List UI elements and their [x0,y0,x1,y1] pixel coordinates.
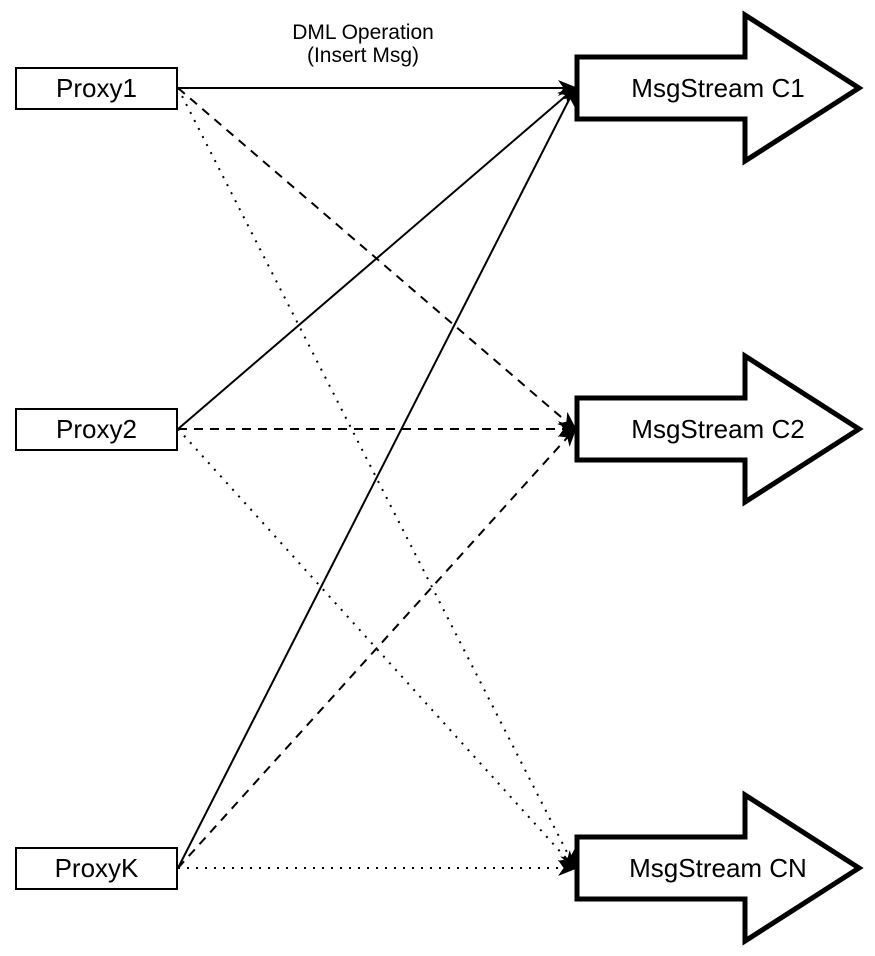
node-proxy1-label: Proxy1 [56,72,137,103]
dml-operation-label: DML Operation (Insert Msg) [238,21,488,67]
node-proxy1: Proxy1 [15,66,178,110]
dml-operation-label-line2: (Insert Msg) [306,44,419,67]
node-proxyK-label: ProxyK [54,852,139,883]
edge-proxy1-to-cn-dotted [177,87,577,871]
edge-proxy2-to-c1-solid [177,86,578,430]
edge-proxyK-to-c2-dashed [177,426,578,869]
stream-arrow-c2 [574,351,864,507]
edge-proxyK-to-c1-solid [177,85,577,869]
stream-arrow-cn [574,790,864,946]
stream-arrow-c1 [574,10,864,166]
dml-operation-label-line1: DML Operation [292,21,434,44]
node-proxy2: Proxy2 [15,407,178,451]
node-proxyK: ProxyK [15,846,178,890]
node-proxy2-label: Proxy2 [56,413,137,444]
